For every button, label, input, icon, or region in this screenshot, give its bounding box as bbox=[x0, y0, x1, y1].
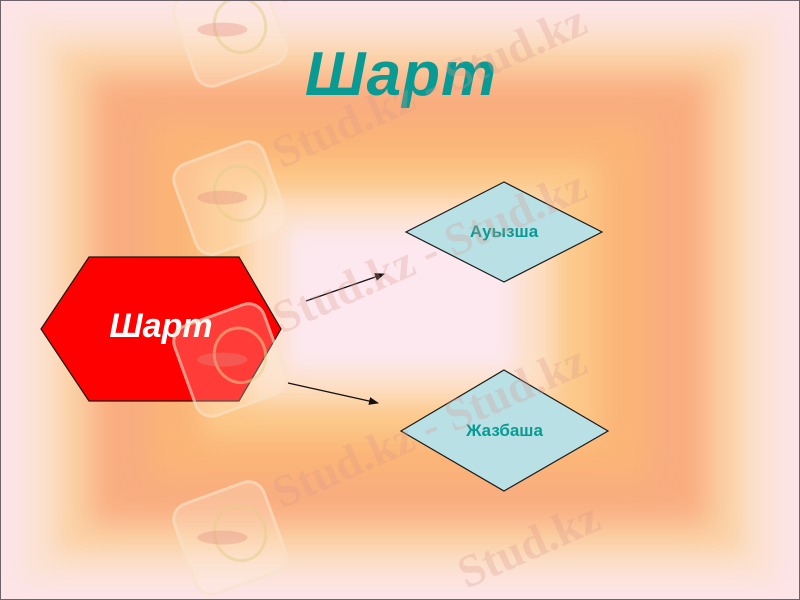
oral-diamond[interactable] bbox=[404, 181, 604, 283]
arrow-to-oral bbox=[305, 273, 385, 302]
arrow-to-written bbox=[287, 382, 379, 405]
slide-title: Шарт bbox=[304, 40, 498, 109]
written-diamond[interactable] bbox=[399, 369, 610, 492]
oral-diamond-label: Ауызша bbox=[469, 222, 539, 241]
written-diamond-label: Жазбаша bbox=[466, 421, 543, 440]
